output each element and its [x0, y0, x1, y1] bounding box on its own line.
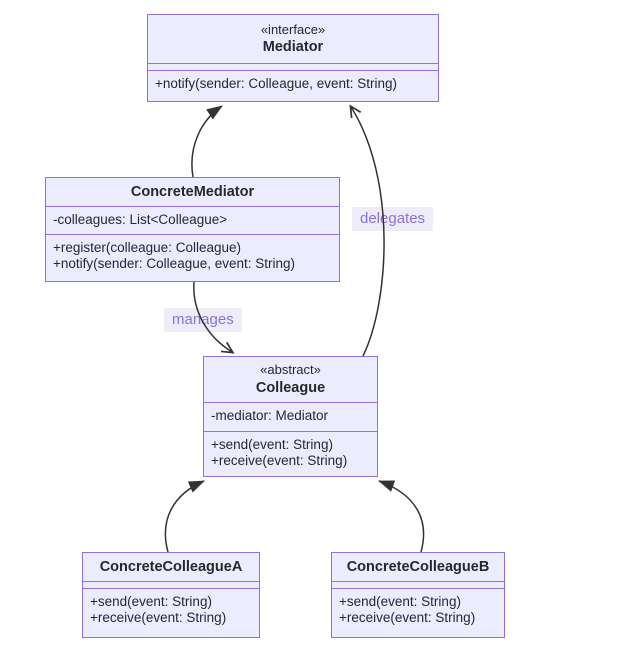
method-line: +send(event: String)	[90, 594, 212, 609]
attributes-compartment: -colleagues: List<Colleague>	[46, 206, 339, 234]
class-name: Colleague	[255, 379, 326, 396]
class-header-colleague: «abstract» Colleague	[204, 357, 377, 402]
edge-label-manages: manages	[164, 308, 242, 332]
edge-inheritance-concretecolleagueb-colleague	[378, 480, 425, 553]
method-line: +register(colleague: Colleague)	[53, 240, 241, 255]
method-line: +receive(event: String)	[90, 610, 227, 626]
methods-compartment: +send(event: String) +receive(event: Str…	[204, 431, 377, 474]
class-name: ConcreteMediator	[130, 183, 255, 200]
attributes-compartment-empty	[83, 581, 259, 588]
class-box-concrete-colleague-b: ConcreteColleagueB +send(event: String) …	[331, 552, 505, 638]
method-line: +notify(sender: Colleague, event: String…	[53, 256, 296, 272]
class-header-concrete-colleague-b: ConcreteColleagueB	[332, 553, 504, 581]
method-line: +send(event: String)	[211, 437, 333, 452]
attributes-compartment: -mediator: Mediator	[204, 402, 377, 431]
class-header-concrete-colleague-a: ConcreteColleagueA	[83, 553, 259, 581]
attribute-line: -mediator: Mediator	[211, 408, 329, 423]
class-name: ConcreteColleagueA	[99, 558, 243, 575]
class-box-concrete-mediator: ConcreteMediator -colleagues: List<Colle…	[45, 177, 340, 282]
class-header-concrete-mediator: ConcreteMediator	[46, 178, 339, 206]
method-line: +send(event: String)	[339, 594, 461, 609]
methods-compartment: +send(event: String) +receive(event: Str…	[83, 588, 259, 631]
stereotype-label: «abstract»	[260, 362, 321, 378]
method-line: +receive(event: String)	[211, 453, 348, 469]
attributes-compartment-empty	[148, 63, 438, 70]
class-name: ConcreteColleagueB	[346, 558, 490, 575]
methods-compartment: +send(event: String) +receive(event: Str…	[332, 588, 504, 631]
class-box-mediator: «interface» Mediator +notify(sender: Col…	[147, 14, 439, 102]
methods-compartment: +register(colleague: Colleague) +notify(…	[46, 234, 339, 277]
edge-realization-concretemediator-mediator	[191, 105, 223, 178]
stereotype-label: «interface»	[260, 21, 326, 37]
attributes-compartment-empty	[332, 581, 504, 588]
class-name: Mediator	[262, 39, 324, 56]
edge-inheritance-concretecolleaguea-colleague	[164, 480, 205, 553]
class-box-concrete-colleague-a: ConcreteColleagueA +send(event: String) …	[82, 552, 260, 638]
attribute-line: -colleagues: List<Colleague>	[53, 212, 228, 227]
class-header-mediator: «interface» Mediator	[148, 15, 438, 63]
class-box-colleague: «abstract» Colleague -mediator: Mediator…	[203, 356, 378, 477]
method-line: +notify(sender: Colleague, event: String…	[155, 76, 398, 91]
edge-association-colleague-mediator-delegates	[349, 104, 385, 357]
method-line: +receive(event: String)	[339, 610, 476, 626]
methods-compartment: +notify(sender: Colleague, event: String…	[148, 70, 438, 97]
edge-label-delegates: delegates	[352, 207, 434, 231]
